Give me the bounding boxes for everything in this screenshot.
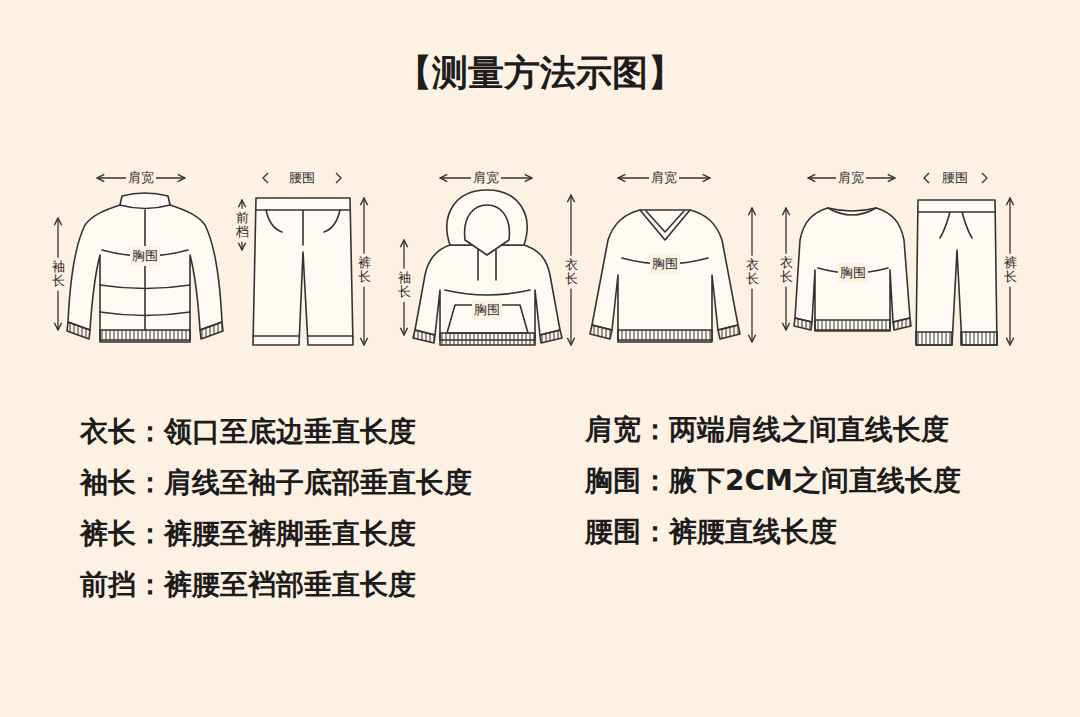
definition-text: 肩宽：两端肩线之间直线长度	[585, 411, 949, 449]
dimension-label-vertical: 裤长	[357, 254, 372, 287]
dimension-label: 腰围	[940, 168, 970, 188]
dimension-label-vertical: 衣长	[745, 256, 760, 289]
jacket-drawing-part	[144, 210, 146, 330]
definition-text: 前挡：裤腰至裆部垂直长度	[80, 566, 416, 604]
dimension-label-vertical: 裤长	[1003, 254, 1018, 287]
jogger-drawing-part	[916, 332, 952, 345]
jogger-drawing-part	[918, 212, 995, 238]
definition-text: 腰围：裤腰直线长度	[585, 513, 837, 551]
dimension-label-vertical: 袖长	[51, 258, 66, 291]
definition-text: 衣长：领口至底边垂直长度	[80, 413, 416, 451]
sweater-drawing-part	[640, 210, 690, 240]
sweatshirt-drawing-part	[828, 208, 876, 215]
dimension-label: 肩宽	[471, 168, 501, 188]
dimension-label-vertical: 袖长	[397, 269, 412, 302]
dimension-lines	[58, 173, 1010, 345]
dimension-label: 肩宽	[649, 168, 679, 188]
jacket-drawing-part	[100, 285, 190, 316]
sweater-drawing	[590, 210, 740, 342]
pants-drawing	[253, 198, 353, 345]
pants-drawing-part	[266, 210, 340, 232]
hoodie-drawing-part	[415, 245, 560, 340]
jogger-drawing	[916, 200, 997, 345]
sweater-drawing-part	[618, 330, 712, 342]
dimension-label: 肩宽	[126, 168, 156, 188]
jacket-drawing	[67, 193, 223, 342]
hoodie-drawing-part	[413, 330, 562, 343]
dimension-label: 胸围	[838, 263, 868, 283]
hoodie-drawing	[413, 190, 562, 345]
sweatshirt-drawing	[794, 208, 911, 331]
page-title: 【测量方法示图】	[396, 49, 684, 98]
definition-text: 袖长：肩线至袖子底部垂直长度	[80, 464, 472, 502]
dimension-label: 胸围	[650, 254, 680, 274]
dimension-lines-part	[924, 173, 929, 183]
dimension-lines-part	[263, 173, 268, 183]
sweatshirt-drawing-part	[794, 318, 911, 330]
dimension-label: 胸围	[472, 300, 502, 320]
jacket-drawing-part	[120, 193, 170, 209]
dimension-label-vertical: 衣长	[564, 256, 579, 289]
jogger-drawing-part	[916, 200, 997, 345]
sweatshirt-drawing-part	[815, 320, 890, 331]
hoodie-drawing-part	[478, 250, 496, 280]
sweater-drawing-part	[590, 325, 740, 339]
hoodie-drawing-part	[445, 290, 530, 295]
jacket-drawing-part	[200, 322, 223, 339]
dimension-label-vertical: 衣长	[779, 254, 794, 287]
pants-drawing-part	[253, 210, 353, 336]
sweater-drawing-part	[592, 210, 738, 340]
dimension-label-vertical: 前档	[235, 209, 250, 242]
dimension-label: 腰围	[287, 168, 317, 188]
jacket-drawing-part	[67, 322, 90, 339]
jogger-drawing-part	[961, 332, 997, 345]
sweatshirt-drawing-part	[795, 208, 910, 330]
dimension-label: 肩宽	[836, 168, 866, 188]
dimension-label: 胸围	[130, 246, 160, 266]
dimension-lines-part	[336, 173, 341, 183]
dimension-lines-part	[982, 173, 987, 183]
hoodie-drawing-part	[440, 333, 535, 345]
pants-drawing-part	[253, 198, 353, 345]
definition-text: 胸围：腋下2CM之间直线长度	[585, 462, 961, 500]
definition-text: 裤长：裤腰至裤脚垂直长度	[80, 515, 416, 553]
jacket-drawing-part	[100, 330, 190, 342]
hoodie-drawing-part	[465, 205, 510, 255]
jacket-drawing-part	[68, 205, 222, 340]
